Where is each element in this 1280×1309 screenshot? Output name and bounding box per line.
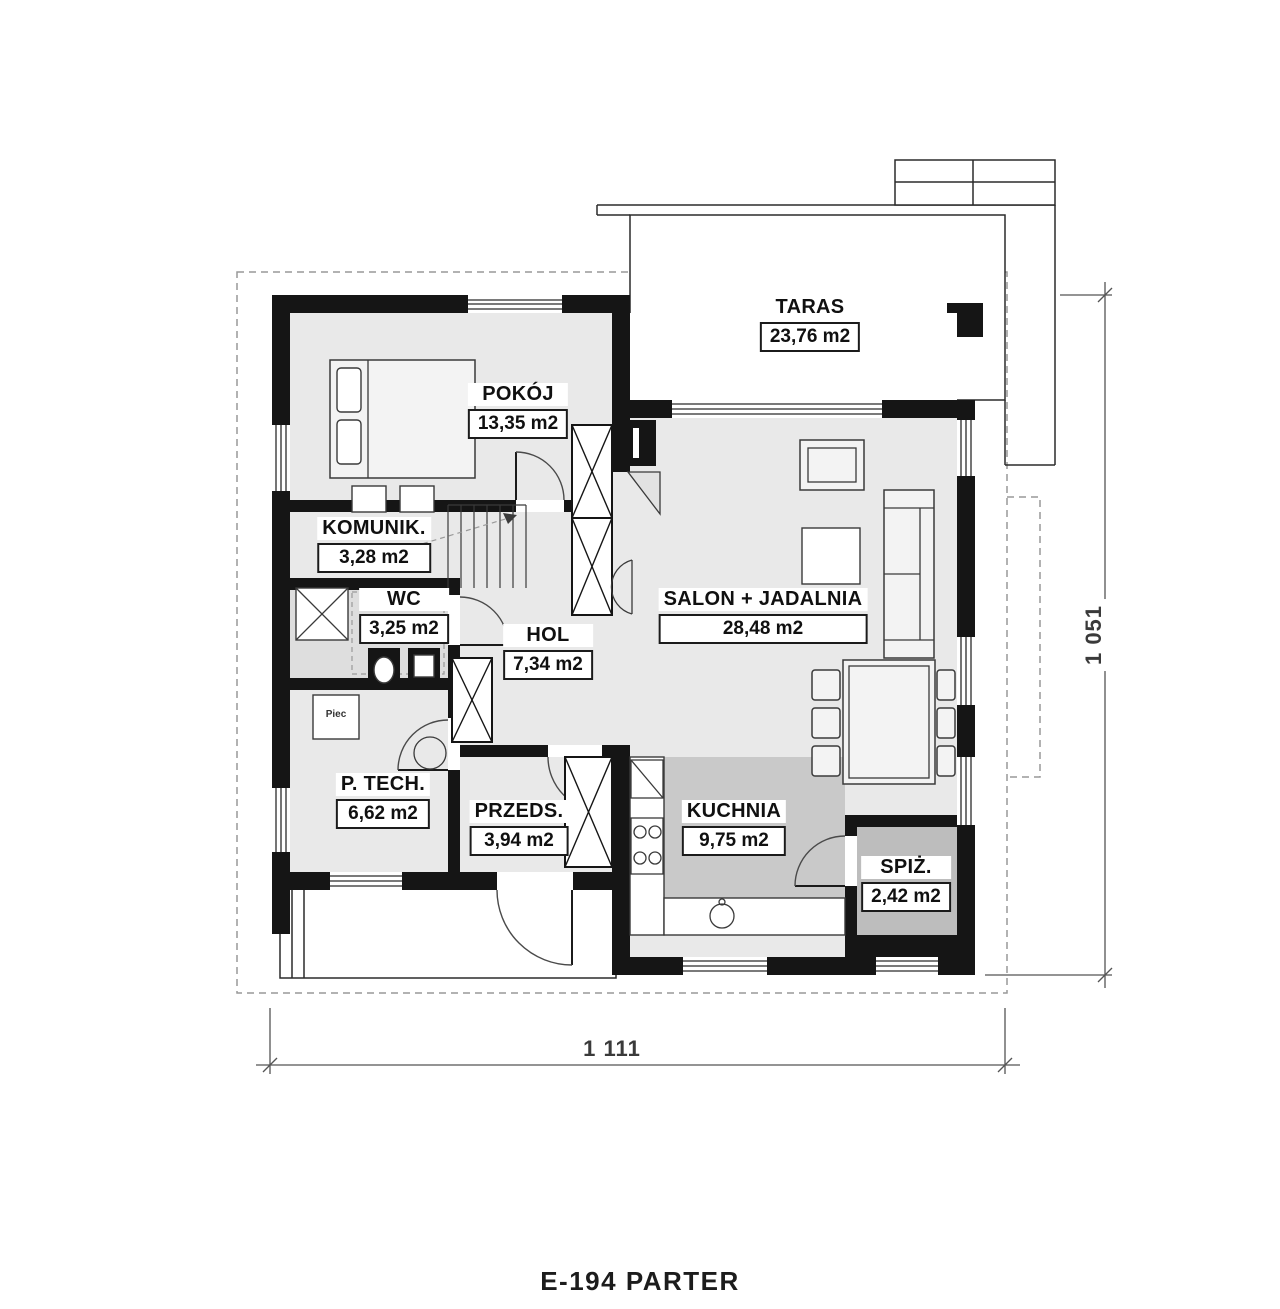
room-name: WC [359,588,449,611]
room-name: TARAS [759,296,861,319]
room-name: POKÓJ [467,383,569,406]
furnace-label: Piec [325,709,347,720]
room-name: PRZEDS. [469,800,569,823]
room-label-p-tech: P. TECH. 6,62 m2 [335,773,431,829]
room-area: 9,75 m2 [681,826,787,856]
room-name: KUCHNIA [681,800,787,823]
bed [329,359,476,513]
room-label-pokoj: POKÓJ 13,35 m2 [467,383,569,439]
room-label-komunik: KOMUNIK. 3,28 m2 [317,517,431,573]
living-room-furniture [610,420,935,659]
kitchen-fittings [629,756,846,936]
room-area: 6,62 m2 [335,799,431,829]
stove [630,817,664,875]
plan-title: E-194 PARTER [540,1266,740,1296]
room-label-hol: HOL 7,34 m2 [503,624,593,680]
kitchen-sink [709,903,735,929]
room-name: HOL [503,624,593,647]
room-area: 23,76 m2 [759,322,861,352]
room-name: KOMUNIK. [317,517,431,540]
room-name: P. TECH. [335,773,431,796]
room-area: 28,48 m2 [658,614,868,644]
room-label-salon-jadalnia: SALON + JADALNIA 28,48 m2 [658,588,868,644]
roof-outline-dashed [236,271,1041,994]
technical-room-fixtures [312,694,447,770]
dining-table [842,659,936,785]
room-area: 7,34 m2 [503,650,593,680]
room-area: 3,25 m2 [359,614,449,644]
dimension-height-label: 1 051 [1081,598,1107,672]
dimension-width-label: 1 111 [577,1036,647,1062]
room-label-wc: WC 3,25 m2 [359,588,449,644]
room-label-spiz: SPIŻ. 2,42 m2 [861,856,951,912]
ventilation-shafts [451,424,613,868]
room-area: 3,28 m2 [317,543,431,573]
furnace [312,694,360,740]
room-area: 13,35 m2 [467,409,569,439]
wc-fixtures [295,587,445,688]
staircase [327,504,527,588]
room-label-przeds: PRZEDS. 3,94 m2 [469,800,569,856]
room-area: 2,42 m2 [861,882,951,912]
dining-set [811,659,956,785]
room-name: SALON + JADALNIA [658,588,868,611]
room-label-kuchnia: KUCHNIA 9,75 m2 [681,800,787,856]
room-label-taras: TARAS 23,76 m2 [759,296,861,352]
room-area: 3,94 m2 [469,826,569,856]
room-name: SPIŻ. [861,856,951,879]
windows [272,295,975,975]
coffee-table [801,527,861,585]
pantry-floor [857,827,957,935]
